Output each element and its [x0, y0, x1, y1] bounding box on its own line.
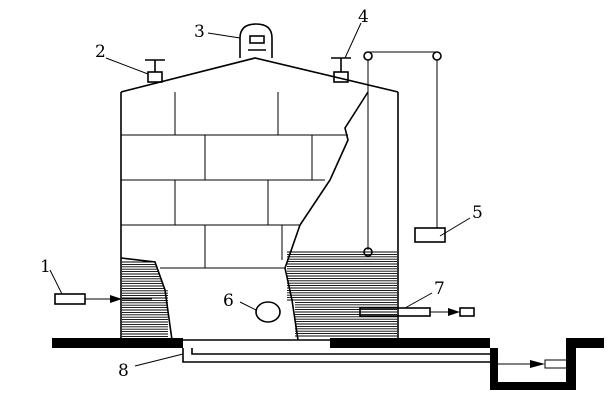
sump-pit [480, 338, 576, 390]
sump-connector [544, 359, 568, 369]
lifting-lug-3 [239, 23, 273, 58]
leader-lines [49, 22, 471, 367]
label-7: 7 [434, 279, 445, 299]
label-5: 5 [472, 203, 483, 223]
ground-slab-far-right [566, 338, 604, 348]
label-6: 6 [223, 291, 234, 311]
label-3: 3 [194, 22, 205, 42]
counterweight-5 [414, 227, 446, 243]
label-1: 1 [40, 257, 51, 277]
ground-slab [52, 338, 183, 348]
cutaway-edge [284, 91, 369, 341]
vent-4 [331, 57, 351, 83]
pipe-trench [182, 348, 490, 363]
float [363, 247, 373, 257]
pulley-right [432, 51, 442, 61]
pipe-trench-inner [191, 348, 490, 355]
outlet-pipe-7 [359, 307, 475, 317]
ground-slab-right [330, 338, 490, 348]
label-8: 8 [118, 361, 129, 381]
brick-courses [121, 92, 348, 269]
label-4: 4 [358, 7, 369, 27]
pulley-left [363, 51, 373, 61]
vent-2 [145, 59, 165, 83]
fill-right [287, 251, 397, 337]
fill-left [122, 261, 168, 337]
label-2: 2 [95, 42, 106, 62]
manhole-6 [255, 301, 281, 323]
level-gauge [363, 51, 446, 257]
inlet-pipe-1 [54, 293, 152, 305]
sump-nozzle [530, 360, 545, 368]
tank-roof [120, 57, 399, 93]
